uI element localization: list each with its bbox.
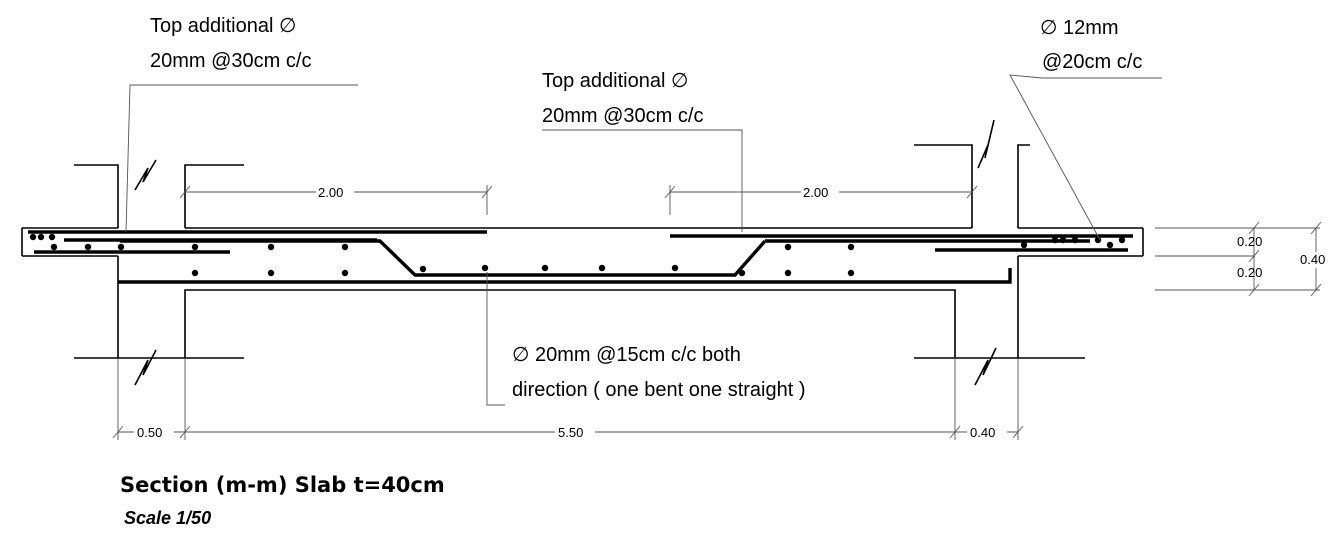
rebar-dot xyxy=(481,264,489,272)
rebar-dot xyxy=(48,233,56,241)
rebar-dot xyxy=(1071,236,1079,244)
dim-tick xyxy=(966,185,978,199)
dim-thickness-bottom: 0.20 xyxy=(1237,265,1262,280)
rebar-dot xyxy=(598,264,606,272)
bent-bottom-bar xyxy=(120,239,767,277)
dimension-lines xyxy=(112,185,1322,440)
dim-left-support: 0.50 xyxy=(137,425,162,440)
dim-tick xyxy=(1248,283,1260,297)
dim-tick xyxy=(1248,249,1260,263)
leader-top-left xyxy=(125,84,358,233)
leader-bottom xyxy=(486,272,505,406)
right-column-top-right-edge xyxy=(1017,144,1030,228)
break-mark xyxy=(974,347,997,386)
break-mark xyxy=(134,159,157,191)
rebar-dot xyxy=(191,243,199,251)
dim-thickness-total: 0.40 xyxy=(1300,252,1325,267)
rebar-dot xyxy=(1094,236,1102,244)
rebar-dot xyxy=(1020,241,1028,249)
dim-right-top: 2.00 xyxy=(803,185,828,200)
label-bottom-line2: direction ( one bent one straight ) xyxy=(512,379,806,401)
break-mark xyxy=(977,119,995,169)
left-column-top-left-edge xyxy=(74,164,119,228)
rebar-dot xyxy=(541,264,549,272)
scale-label: Scale 1/50 xyxy=(124,508,211,528)
label-top-right-line1: ∅ 12mm xyxy=(1040,17,1119,39)
bar-section-dots xyxy=(29,233,1126,277)
rebar-dot xyxy=(738,269,746,277)
dim-right-support: 0.40 xyxy=(970,425,995,440)
slab-soffit-edge xyxy=(184,289,956,358)
label-bottom-line1: ∅ 20mm @15cm c/c both xyxy=(512,344,741,366)
reinforcement-bars xyxy=(28,230,1133,284)
dim-tick xyxy=(1012,425,1024,439)
rebar-dot xyxy=(784,269,792,277)
rebar-dot xyxy=(50,243,58,251)
rebar-dot xyxy=(1118,236,1126,244)
break-mark xyxy=(134,349,157,386)
label-top-mid-line1: Top additional ∅ xyxy=(542,70,688,92)
rebar-dot xyxy=(267,243,275,251)
rebar-dot xyxy=(267,269,275,277)
rebar-dot xyxy=(29,233,37,241)
rebar-dot xyxy=(341,269,349,277)
dim-tick xyxy=(1310,221,1322,235)
rebar-dot xyxy=(419,265,427,273)
left-column-top-right-edge xyxy=(184,164,244,228)
dim-tick xyxy=(112,425,124,439)
dim-span: 5.50 xyxy=(558,425,583,440)
leader-top-mid xyxy=(542,129,743,232)
leader-lines xyxy=(125,74,1162,406)
leader-top-right xyxy=(1009,74,1162,241)
rebar-dot xyxy=(847,269,855,277)
label-top-left-line2: 20mm @30cm c/c xyxy=(150,50,311,72)
rebar-dot xyxy=(1059,236,1067,244)
rebar-dot xyxy=(1106,241,1114,249)
dim-tick xyxy=(949,425,961,439)
straight-bottom-bar xyxy=(118,268,1012,284)
rebar-dot xyxy=(84,243,92,251)
label-top-mid-line2: 20mm @30cm c/c xyxy=(542,105,703,127)
dim-tick xyxy=(179,185,191,199)
label-top-right-line2: @20cm c/c xyxy=(1042,51,1142,73)
label-top-left-line1: Top additional ∅ xyxy=(150,15,296,37)
section-title: Section (m-m) Slab t=40cm xyxy=(120,473,445,497)
dim-thickness-top: 0.20 xyxy=(1237,234,1262,249)
dim-left-top: 2.00 xyxy=(318,185,343,200)
right-column-top-left-edge xyxy=(914,144,973,228)
rebar-dot xyxy=(1051,236,1059,244)
rebar-dot xyxy=(671,264,679,272)
concrete-outline xyxy=(21,119,1144,386)
dim-tick xyxy=(179,425,191,439)
rebar-dot xyxy=(341,243,349,251)
rebar-dot xyxy=(117,243,125,251)
rebar-dot xyxy=(191,269,199,277)
rebar-dot xyxy=(847,243,855,251)
rebar-dot xyxy=(37,233,45,241)
dim-tick xyxy=(1310,283,1322,297)
rebar-dot xyxy=(784,243,792,251)
